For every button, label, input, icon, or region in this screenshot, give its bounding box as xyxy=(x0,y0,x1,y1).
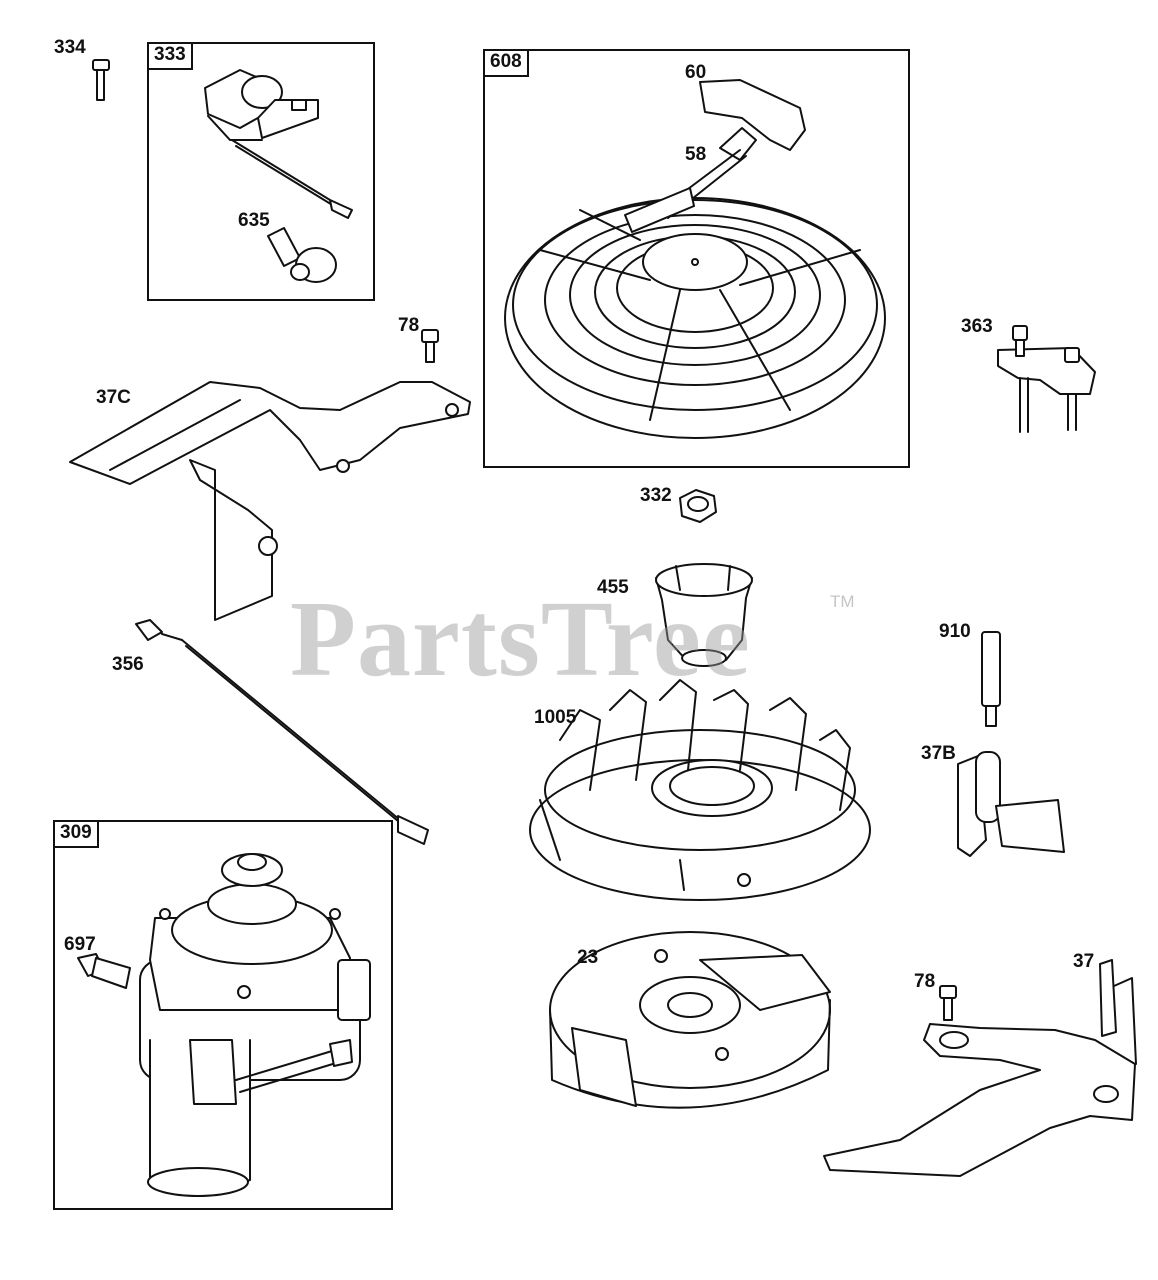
part-label-78-upper[interactable]: 78 xyxy=(398,315,420,336)
starter-motor-309-drawing xyxy=(139,853,371,1197)
assembly-tag-309[interactable]: 309 xyxy=(53,820,99,848)
part-label-37b[interactable]: 37B xyxy=(921,743,956,764)
part-label-23[interactable]: 23 xyxy=(577,947,599,968)
part-label-1005[interactable]: 1005 xyxy=(534,707,577,728)
part-label-37[interactable]: 37 xyxy=(1073,951,1095,972)
bracket-363-drawing xyxy=(997,325,1096,433)
spark-plug-boot-635-drawing xyxy=(267,227,337,283)
starter-cup-455-drawing xyxy=(655,563,753,667)
part-label-78-lower[interactable]: 78 xyxy=(914,971,936,992)
part-label-910[interactable]: 910 xyxy=(939,621,971,642)
assembly-tag-333[interactable]: 333 xyxy=(147,42,193,70)
assembly-tag-608[interactable]: 608 xyxy=(483,49,529,77)
recoil-starter-608-drawing xyxy=(504,79,886,439)
air-vane-37c-drawing xyxy=(69,381,471,621)
flywheel-1005-drawing xyxy=(529,679,871,901)
part-label-334[interactable]: 334 xyxy=(54,37,86,58)
bolt-78-upper-drawing xyxy=(421,329,439,363)
wire-356-drawing xyxy=(135,619,429,845)
bolt-334-drawing xyxy=(92,59,110,101)
bolt-697-drawing xyxy=(77,953,131,989)
part-label-363[interactable]: 363 xyxy=(961,316,993,337)
bracket-37b-drawing xyxy=(957,751,1065,857)
part-label-635[interactable]: 635 xyxy=(238,210,270,231)
stud-910-drawing xyxy=(981,631,1001,727)
assembly-frame-309 xyxy=(53,820,393,1210)
part-label-697[interactable]: 697 xyxy=(64,934,96,955)
trademark-mark: TM xyxy=(830,592,855,611)
nut-332-drawing xyxy=(679,489,717,523)
part-label-455[interactable]: 455 xyxy=(597,577,629,598)
part-label-60[interactable]: 60 xyxy=(685,62,707,83)
assembly-frame-608 xyxy=(483,49,910,468)
ignition-coil-333-drawing xyxy=(204,69,353,219)
assembly-frame-333 xyxy=(147,42,375,301)
air-vane-37-drawing xyxy=(823,959,1137,1177)
bolt-78-lower-drawing xyxy=(939,985,957,1021)
watermark-logo: PartsTree xyxy=(290,580,751,699)
part-label-58[interactable]: 58 xyxy=(685,144,707,165)
part-label-332[interactable]: 332 xyxy=(640,485,672,506)
part-label-356[interactable]: 356 xyxy=(112,654,144,675)
part-label-37c[interactable]: 37C xyxy=(96,387,131,408)
flywheel-23-drawing xyxy=(549,931,831,1109)
